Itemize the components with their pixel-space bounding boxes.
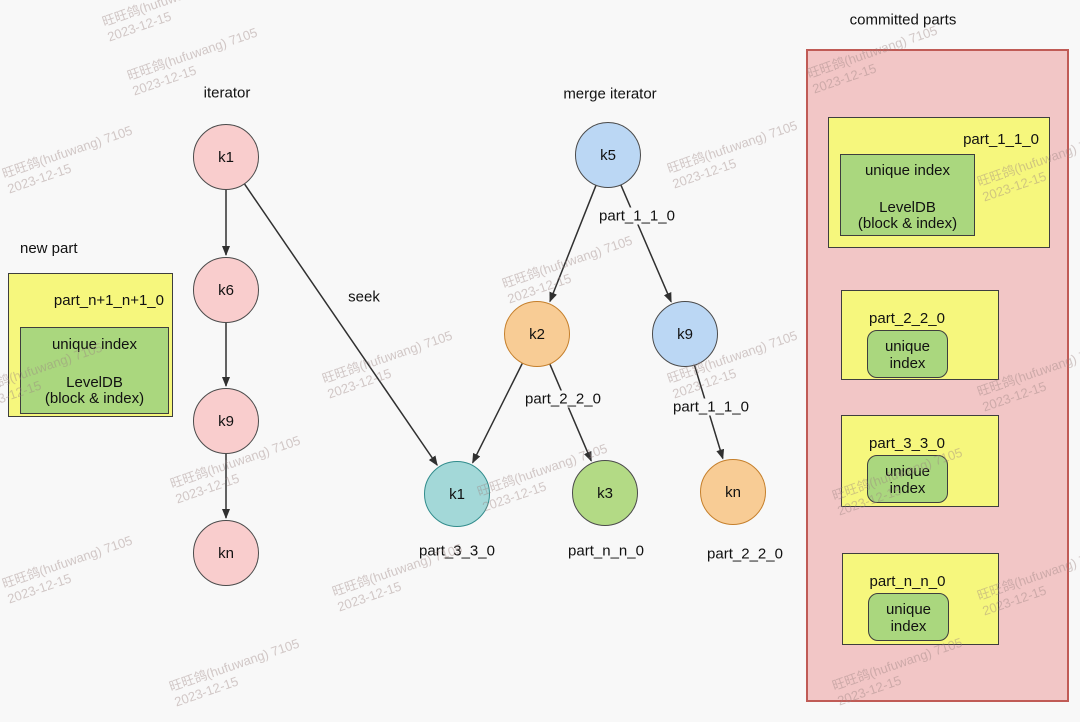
committed-parts-title: committed parts (849, 11, 957, 29)
caption-part-n-n-0: part_n_n_0 (568, 542, 644, 560)
index-line: LevelDB (879, 199, 936, 216)
edge-label-part-1-1-0-top: part_1_1_0 (596, 207, 678, 225)
arrow-mi-k2-to-mi-k3 (549, 364, 592, 462)
index-line: unique index (864, 162, 951, 179)
node-it-kn: kn (193, 520, 259, 586)
node-label: k9 (677, 325, 693, 343)
edge-label-part-2-2-0: part_2_2_0 (522, 390, 604, 408)
iterator-title: iterator (203, 84, 251, 102)
index-line: unique (885, 601, 932, 618)
edge-label-part-1-1-0-right: part_1_1_0 (670, 398, 752, 416)
index-line: index (889, 355, 926, 372)
new-part-unique-index-box: unique index LevelDB (block & index) (20, 327, 169, 414)
node-it-k1: k1 (193, 124, 259, 190)
merge-iterator-title: merge iterator (563, 85, 657, 103)
node-mi-k2: k2 (504, 301, 570, 367)
arrow-mi-k2-to-mi-k1 (471, 363, 523, 464)
part-name: part_2_2_0 (869, 310, 945, 327)
node-mi-k3: k3 (572, 460, 638, 526)
node-label: k1 (449, 485, 465, 503)
node-label: kn (725, 483, 741, 501)
node-label: k9 (218, 412, 234, 430)
index-line: unique (884, 463, 931, 480)
caption-part-2-2-0: part_2_2_0 (707, 545, 783, 563)
node-label: k3 (597, 484, 613, 502)
part-name: part_n_n_0 (869, 573, 946, 590)
index-line: (block & index) (857, 215, 958, 232)
node-mi-k1: k1 (424, 461, 490, 527)
index-line: index (890, 618, 927, 635)
node-label: k6 (218, 281, 234, 299)
seek-label: seek (345, 288, 383, 306)
part-name: part_3_3_0 (869, 435, 945, 452)
unique-index-label: unique index (51, 336, 138, 353)
index-line: unique (884, 338, 931, 355)
node-it-k6: k6 (193, 257, 259, 323)
caption-part-3-3-0: part_3_3_0 (419, 542, 495, 560)
index-line: index (889, 480, 926, 497)
part-name: part_1_1_0 (963, 131, 1039, 148)
node-mi-kn: kn (700, 459, 766, 525)
node-label: k5 (600, 146, 616, 164)
arrow-mi-k5-to-mi-k9 (620, 185, 672, 303)
node-it-k9: k9 (193, 388, 259, 454)
new-part-box: part_n+1_n+1_0 unique index LevelDB (blo… (8, 273, 173, 417)
node-mi-k9: k9 (652, 301, 718, 367)
leveldb-label: LevelDB (66, 374, 123, 391)
block-index-label: (block & index) (44, 390, 145, 407)
node-label: kn (218, 544, 234, 562)
node-mi-k5: k5 (575, 122, 641, 188)
node-label: k2 (529, 325, 545, 343)
arrow-mi-k5-to-mi-k2 (549, 185, 597, 303)
node-label: k1 (218, 148, 234, 166)
new-part-label: new part (20, 240, 78, 257)
arrow-it-k1-to-mi-k1 (244, 183, 438, 466)
new-part-name: part_n+1_n+1_0 (53, 292, 164, 309)
